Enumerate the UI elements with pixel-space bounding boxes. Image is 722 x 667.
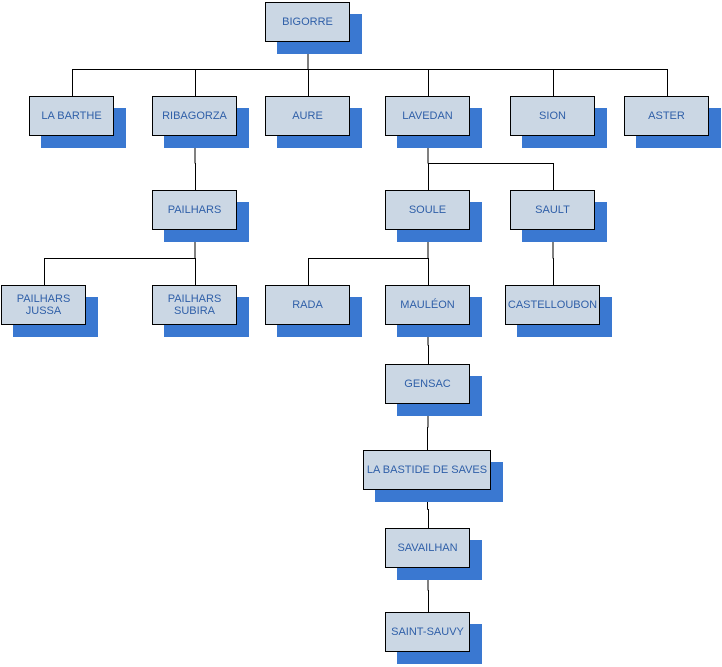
node-label: CASTELLOUBON (505, 285, 600, 325)
node-la-barthe: LA BARTHE (29, 96, 126, 148)
node-label: RADA (265, 285, 350, 325)
node-pailhars-jussa: PAILHARS JUSSA (1, 285, 98, 337)
node-label: MAULÉON (385, 285, 470, 325)
node-mauleon: MAULÉON (385, 285, 482, 337)
node-pailhars-subira: PAILHARS SUBIRA (152, 285, 249, 337)
node-label: SAVAILHAN (385, 528, 470, 568)
node-label: LA BARTHE (29, 96, 114, 136)
node-aure: AURE (265, 96, 362, 148)
node-la-bastide-de-saves: LA BASTIDE DE SAVES (363, 450, 503, 502)
node-label: AURE (265, 96, 350, 136)
node-savailhan: SAVAILHAN (385, 528, 482, 580)
node-label: ASTER (624, 96, 709, 136)
node-pailhars: PAILHARS (152, 190, 249, 242)
node-label: SOULE (385, 190, 470, 230)
node-label: RIBAGORZA (152, 96, 237, 136)
node-label: SAULT (510, 190, 595, 230)
node-label: PAILHARS (152, 190, 237, 230)
node-castelloubon: CASTELLOUBON (505, 285, 612, 337)
node-sault: SAULT (510, 190, 607, 242)
node-label: PAILHARS SUBIRA (152, 285, 237, 325)
node-label: BIGORRE (265, 2, 350, 42)
node-label: SION (510, 96, 595, 136)
node-gensac: GENSAC (385, 364, 482, 416)
node-label: LA BASTIDE DE SAVES (363, 450, 491, 490)
node-ribagorza: RIBAGORZA (152, 96, 249, 148)
node-lavedan: LAVEDAN (385, 96, 482, 148)
node-rada: RADA (265, 285, 362, 337)
connector-bigorre (72, 42, 668, 96)
node-label: SAINT-SAUVY (385, 612, 470, 652)
node-sion: SION (510, 96, 607, 148)
node-bigorre: BIGORRE (265, 2, 362, 54)
node-label: LAVEDAN (385, 96, 470, 136)
node-label: PAILHARS JUSSA (1, 285, 86, 325)
node-aster: ASTER (624, 96, 721, 148)
node-soule: SOULE (385, 190, 482, 242)
node-label: GENSAC (385, 364, 470, 404)
node-saint-sauvy: SAINT-SAUVY (385, 612, 482, 664)
